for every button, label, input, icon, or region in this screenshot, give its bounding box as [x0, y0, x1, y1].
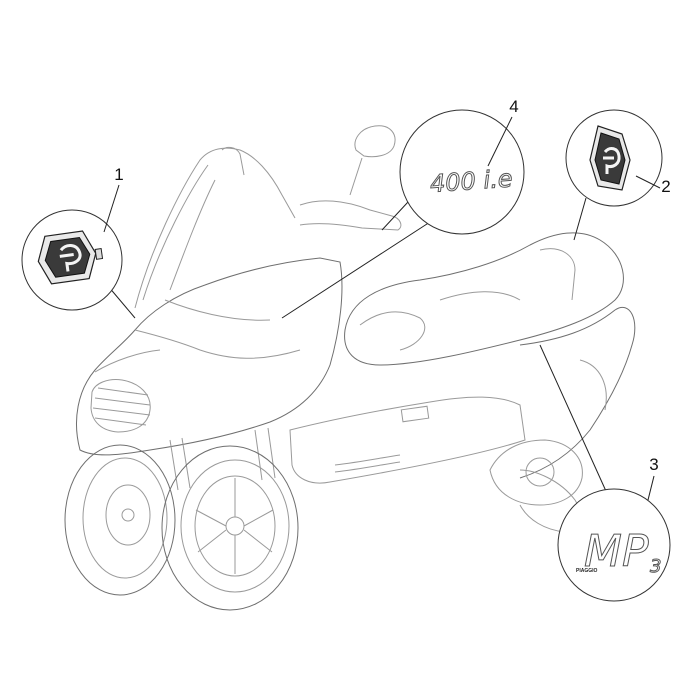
detail-circle-2	[565, 109, 663, 207]
front-left-wheel	[64, 444, 176, 596]
mp3-badge-small-text: PIAGGIO	[576, 568, 598, 574]
leader-line-3	[539, 344, 611, 501]
callout-number-1: 1	[114, 165, 123, 184]
front-right-wheel	[161, 445, 299, 611]
scooter-illustration	[64, 125, 636, 611]
400ie-badge-text: 400 i.e	[429, 164, 513, 198]
leader-line-4	[281, 221, 431, 319]
windshield	[134, 147, 296, 309]
mp3-badge-suffix: 3	[650, 556, 661, 577]
leader-line-1	[107, 285, 136, 319]
mirror	[354, 125, 396, 158]
engine-cover	[489, 439, 583, 506]
detail-circle-4: 400 i.e	[399, 109, 525, 235]
front-grille	[90, 379, 151, 433]
mp3-badge-text: MP	[584, 526, 649, 577]
callout-number-2: 2	[661, 177, 670, 196]
piaggio-emblem-front-icon	[37, 230, 104, 285]
detail-circle-1	[21, 209, 123, 311]
callout-tick-1	[103, 184, 120, 233]
callout-tick-4	[487, 116, 513, 167]
floorboard	[289, 396, 526, 484]
mp3-decal-graphic: MP 3 PIAGGIO	[576, 526, 662, 578]
front-fairing	[75, 257, 343, 456]
leader-line-2	[573, 197, 587, 241]
piaggio-emblem-rear-icon	[589, 125, 631, 191]
callout-tick-2	[635, 175, 661, 189]
rear-body	[519, 307, 636, 479]
seat	[344, 232, 624, 366]
footrest-pad	[400, 405, 430, 423]
handlebar	[299, 200, 402, 231]
callout-tick-3	[647, 475, 655, 501]
detail-circle-3: MP 3 PIAGGIO	[557, 488, 671, 602]
callout-number-3: 3	[649, 455, 658, 474]
leader-lines	[107, 197, 611, 501]
callout-number-4: 4	[509, 97, 518, 116]
leader-line-4b	[381, 201, 409, 231]
